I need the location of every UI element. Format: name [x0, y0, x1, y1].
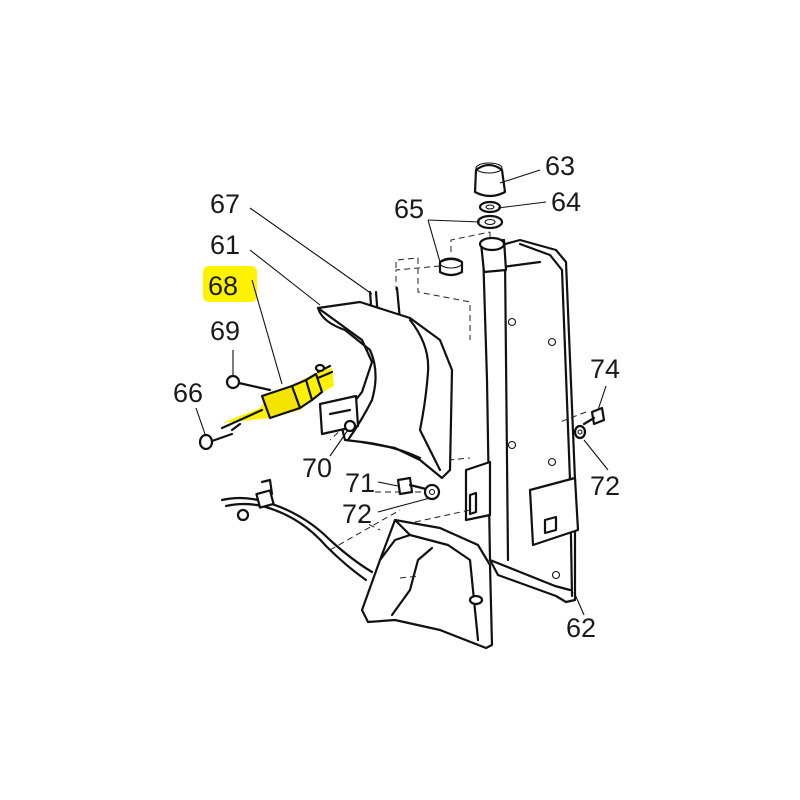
- label-65: 65: [394, 194, 424, 224]
- washer-64: [478, 200, 502, 214]
- label-66: 66: [173, 378, 203, 408]
- label-69: 69: [210, 316, 240, 346]
- leader-lines: [195, 169, 609, 616]
- label-64: 64: [551, 187, 581, 217]
- highlight-68-label: [203, 266, 257, 302]
- knob-63: [473, 162, 507, 198]
- screw-66: [198, 432, 234, 451]
- cable: [220, 478, 374, 582]
- label-67: 67: [210, 189, 240, 219]
- bolt-74: [573, 406, 606, 440]
- label-62: 62: [566, 613, 596, 643]
- switch-68: [220, 363, 334, 432]
- screw-69: [225, 374, 272, 392]
- callout-labels: 63 64 65 67 61 68 69 66 70 71 72 74 72 6…: [173, 151, 620, 643]
- label-72-right: 72: [590, 471, 620, 501]
- bolt-71: [396, 476, 441, 501]
- frame-62: [464, 236, 580, 604]
- label-68: 68: [208, 271, 238, 301]
- chute-funnel: [360, 518, 494, 650]
- bracket-70: [318, 394, 360, 436]
- label-74: 74: [590, 354, 620, 384]
- label-71: 71: [345, 468, 375, 498]
- deflector-61: [316, 300, 454, 480]
- label-70: 70: [302, 453, 332, 483]
- label-63: 63: [545, 151, 575, 181]
- label-72-left: 72: [342, 499, 372, 529]
- label-61: 61: [210, 230, 240, 260]
